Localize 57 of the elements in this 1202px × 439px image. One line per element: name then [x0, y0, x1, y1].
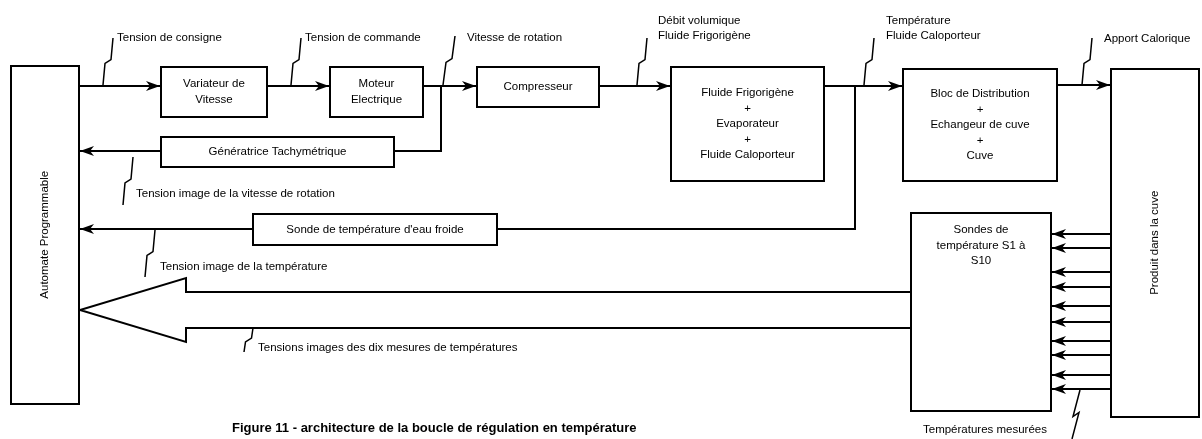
block-text: Automate Programmable — [37, 171, 52, 299]
block-text: Bloc de Distribution — [930, 86, 1030, 102]
block-text: Variateur de Vitesse — [182, 76, 246, 107]
signal-label: Débit volumique Fluide Frigorigène — [658, 13, 752, 43]
block-box — [329, 66, 424, 118]
signal-label: Température Fluide Caloporteur — [886, 13, 982, 43]
arrow — [1051, 350, 1111, 360]
block-text: + — [744, 100, 751, 116]
arrow — [1051, 317, 1111, 327]
block-text: + — [744, 131, 751, 147]
arrow — [1051, 370, 1111, 380]
block-text: Evaporateur — [716, 116, 779, 132]
arrow — [1051, 336, 1111, 346]
signal-label: Vitesse de rotation — [467, 30, 563, 45]
arrow — [599, 81, 671, 91]
arrow — [1057, 80, 1111, 90]
block-box — [160, 66, 268, 118]
block-box — [1110, 68, 1200, 418]
arrow — [79, 224, 253, 234]
signal-label: Tension de commande — [305, 30, 421, 45]
block-text: Produit dans la cuve — [1147, 190, 1162, 296]
signal-label: Températures mesurées — [923, 422, 1047, 437]
arrow — [79, 146, 161, 156]
signal-label: Tensions images des dix mesures de températures — [258, 340, 518, 355]
block-text: Echangeur de cuve — [930, 117, 1030, 133]
arrow — [1051, 229, 1111, 239]
block-box — [10, 65, 80, 405]
arrow — [1051, 267, 1111, 277]
block-box — [910, 212, 1052, 412]
block-box — [902, 68, 1058, 182]
block-text: Sonde de température d'eau froide — [286, 221, 464, 237]
signal-label: Tension image de la température — [160, 259, 328, 274]
block-text: Fluide Caloporteur — [700, 147, 795, 163]
block-text: + — [976, 132, 984, 148]
block-text: Moteur Electrique — [349, 76, 404, 107]
arrow — [79, 81, 161, 91]
block-box — [476, 66, 600, 108]
block-text: Génératrice Tachymétrique — [208, 144, 347, 160]
block-text: + — [976, 101, 984, 117]
figure-caption: Figure 11 - architecture de la boucle de régulation en température — [232, 420, 637, 435]
block-box — [160, 136, 395, 168]
block-text: Sondes de température S1 à S10 — [935, 222, 1027, 269]
signal-label: Apport Calorique — [1104, 31, 1191, 46]
arrow — [1051, 282, 1111, 292]
arrow — [267, 81, 330, 91]
arrow — [1051, 384, 1111, 394]
arrow — [1051, 301, 1111, 311]
block-box — [252, 213, 498, 246]
block-text: Fluide Frigorigène — [701, 85, 794, 101]
connector-line — [497, 85, 856, 230]
signal-label: Tension de consigne — [117, 30, 222, 45]
block-text: Cuve — [966, 148, 994, 164]
connector-line — [394, 85, 442, 152]
block-text: Compresseur — [503, 79, 573, 95]
block-box — [670, 66, 825, 182]
signal-label: Tension image de la vitesse de rotation — [136, 186, 335, 201]
arrow — [1051, 243, 1111, 253]
